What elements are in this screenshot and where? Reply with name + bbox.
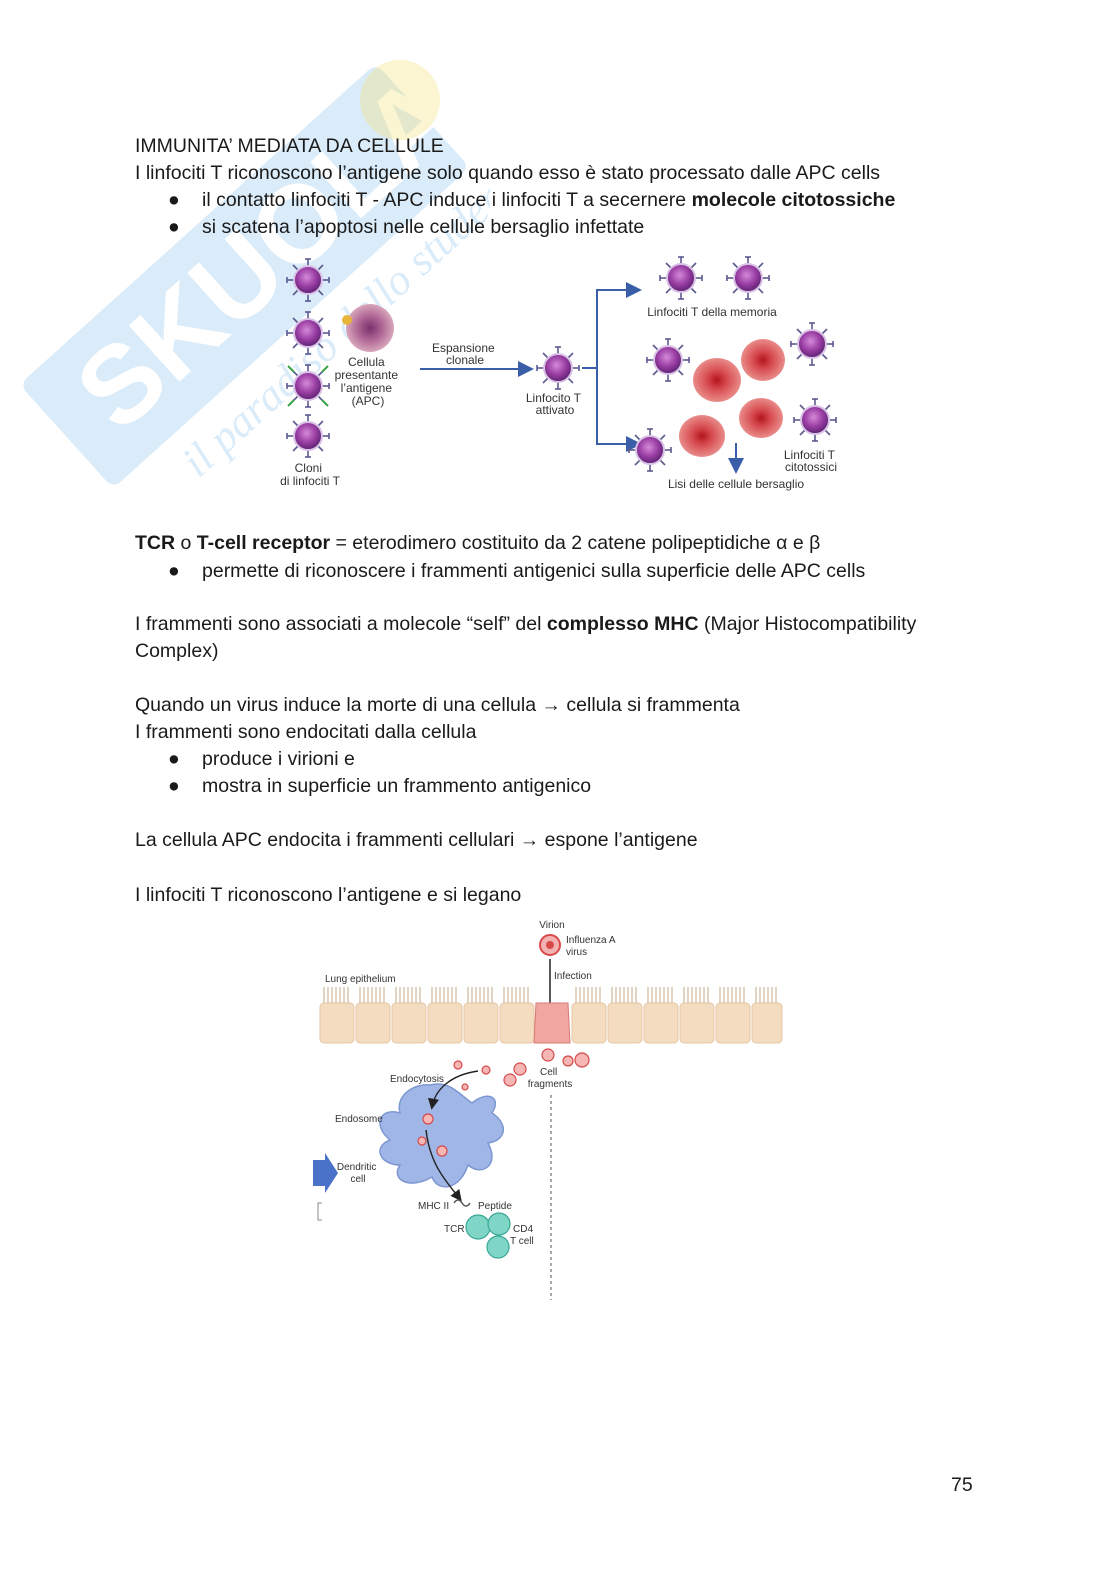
cd4-t-cells <box>465 1212 511 1259</box>
list-item: ●mostra in superficie un frammento antig… <box>168 773 591 800</box>
list-item: ●produce i virioni e <box>168 746 355 773</box>
memory-t-cell <box>726 256 770 300</box>
fragments-label: Cell fragments <box>528 1067 572 1090</box>
cytotoxic-label: Linfociti T citotossici <box>784 448 838 474</box>
clones-label: Cloni di linfociti T <box>280 461 340 488</box>
t-cell-clone <box>286 258 330 302</box>
lung-epithelium <box>319 987 783 1044</box>
bullet-icon: ● <box>168 748 180 770</box>
virion-label: Virion <box>539 920 564 931</box>
memory-label: Linfociti T della memoria <box>647 305 777 319</box>
apc-paragraph: La cellula APC endocita i frammenti cell… <box>135 829 698 851</box>
clonal-expansion-figure: Cellula presentante l’antigene (APC) Clo… <box>280 256 838 491</box>
tcr-label: TCR <box>444 1224 465 1235</box>
cell-fragments <box>453 1048 590 1106</box>
infection-label: Infection <box>554 971 592 982</box>
virus-paragraph-line1: Quando un virus induce la morte di una c… <box>135 694 740 716</box>
cytotoxic-t-cell <box>646 338 690 382</box>
activated-label: Linfocito T attivato <box>526 391 584 417</box>
memory-t-cell <box>659 256 703 300</box>
cytotoxic-t-cell <box>790 322 834 366</box>
cytotoxic-t-cell <box>793 398 837 442</box>
section-title: IMMUNITA’ MEDIATA DA CELLULE <box>135 135 444 157</box>
lung-label: Lung epithelium <box>325 974 396 985</box>
infected-cell <box>533 1002 571 1044</box>
virus-label: Influenza A virus <box>566 935 618 958</box>
expansion-label: Espansione clonale <box>432 341 498 367</box>
binding-paragraph: I linfociti T riconoscono l’antigene e s… <box>135 884 522 906</box>
bullet-icon: ● <box>168 560 180 582</box>
list-item: ●permette di riconoscere i frammenti ant… <box>168 558 865 585</box>
focus-arrow-icon <box>313 1153 338 1193</box>
target-cell <box>741 339 785 381</box>
target-cell <box>693 358 741 402</box>
list-item: ●si scatena l’apoptosi nelle cellule ber… <box>168 214 644 241</box>
virus-paragraph-line2: I frammenti sono endocitati dalla cellul… <box>135 721 477 743</box>
peptide-label: Peptide <box>478 1201 512 1212</box>
apc-cell <box>346 304 394 352</box>
bullet-icon: ● <box>168 189 180 211</box>
dendritic-cell <box>379 1083 504 1188</box>
page-number: 75 <box>951 1474 973 1496</box>
list-item: ●il contatto linfociti T - APC induce i … <box>168 187 895 214</box>
target-cell <box>679 415 725 457</box>
mhc-label: MHC II <box>418 1201 449 1212</box>
endocytosis-label: Endocytosis <box>390 1074 444 1085</box>
mhc-paragraph: I frammenti sono associati a molecole “s… <box>135 613 917 662</box>
cd4-label: CD4 T cell <box>510 1224 536 1247</box>
bullet-icon: ● <box>168 216 180 238</box>
tcr-paragraph: TCR o T-cell receptor = eterodimero cost… <box>135 532 821 554</box>
endosome-label: Endosome <box>335 1114 383 1125</box>
lysis-label: Lisi delle cellule bersaglio <box>668 477 804 491</box>
bullet-icon: ● <box>168 775 180 797</box>
endocytosis-arrow <box>427 1070 479 1110</box>
apc-label: Cellula presentante l’antigene (APC) <box>335 355 402 408</box>
dendritic-label: Dendritic cell <box>337 1162 379 1185</box>
t-cell-clone <box>286 414 330 458</box>
target-cell <box>739 398 783 438</box>
cytotoxic-t-cell <box>628 428 672 472</box>
antigen-presentation-figure: Virion Influenza A virus Infection Lung … <box>313 920 783 1300</box>
activated-t-cell <box>536 346 580 390</box>
t-cell-clone <box>286 311 330 355</box>
intro-paragraph: I linfociti T riconoscono l’antigene sol… <box>135 162 881 184</box>
